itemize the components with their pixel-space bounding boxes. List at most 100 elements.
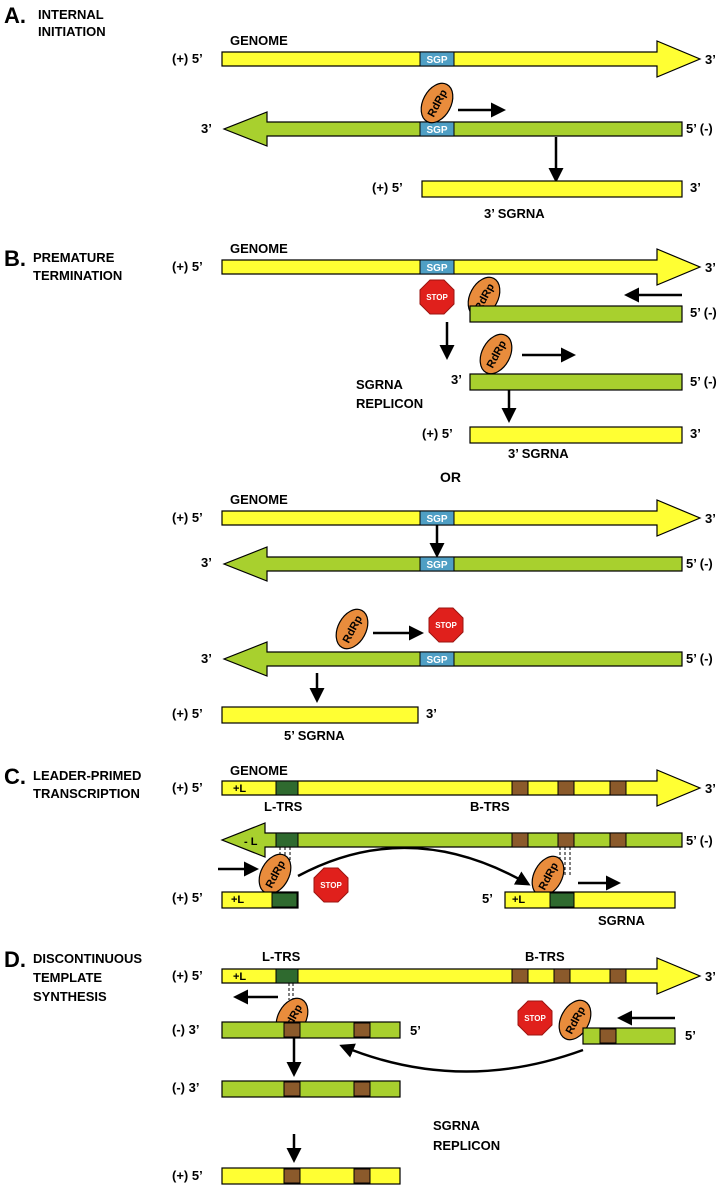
l-trs-box [275,780,299,796]
l-trs-box [275,968,299,984]
template-switch-arrow [339,1043,584,1073]
rdrp-oval-icon: RdRp [258,853,292,895]
sgp-label: SGP [426,560,447,571]
l-trs-label: L-TRS [262,949,301,964]
sgp-box [419,651,455,667]
minus-leader-label: - L [244,836,258,848]
three-prime-label: 3’ [705,511,716,526]
five-prime-label: 5’ [482,891,493,906]
rdrp-oval-icon: RdRp [420,82,454,124]
product-5-sgrna-label: 5’ SGRNA [284,728,345,743]
product-3-sgrna-label: 3’ SGRNA [508,446,569,461]
stop-label: STOP [524,1014,546,1023]
section-b-title-line2: TERMINATION [33,268,122,283]
stop-label: STOP [426,293,448,302]
section-b-letter: B. [4,246,26,271]
sgp-box [419,51,455,67]
b-trs-box [353,1168,371,1184]
genome-label: GENOME [230,33,288,48]
minus-5-label: 5’ (-) [686,651,713,666]
stop-sign-icon: STOP [428,607,464,643]
three-prime-label: 3’ [705,52,716,67]
plus-5-label: (+) 5’ [422,426,453,441]
genome-plus-strand [221,499,702,537]
plus-5-label: (+) 5’ [172,968,203,983]
minus-strand-fragment [582,1027,676,1045]
three-prime-label: 3’ [705,781,716,796]
b-trs-box [557,780,575,796]
plus-5-label: (+) 5’ [172,51,203,66]
minus-3-label: (-) 3’ [172,1080,199,1095]
plus-5-label: (+) 5’ [372,180,403,195]
genome-label: GENOME [230,492,288,507]
plus-leader-label: +L [231,894,244,906]
b-trs-box [353,1081,371,1097]
template-switch-arrow [297,846,531,886]
section-d-letter: D. [4,947,26,972]
genome-plus-strand [221,40,702,78]
b-trs-box [553,968,571,984]
sgp-box [419,556,455,572]
or-label: OR [440,469,461,485]
section-b: B. PREMATURE TERMINATION GENOME (+) 5’ S… [4,241,717,743]
b-trs-box [283,1168,301,1184]
section-a-title-line2: INITIATION [38,24,106,39]
plus-5-label: (+) 5’ [172,890,203,905]
sgp-label: SGP [426,125,447,136]
stop-sign-icon: STOP [313,867,349,903]
section-d: D. DISCONTINUOUS TEMPLATE SYNTHESIS L-TR… [4,947,716,1185]
sgrna-plus-strand [221,706,419,724]
section-c-letter: C. [4,764,26,789]
minus-strand-fragment [221,1021,401,1039]
b-trs-box [599,1028,617,1044]
section-c: C. LEADER-PRIMED TRANSCRIPTION GENOME (+… [4,763,716,928]
trs-base-pairing-lines [288,983,294,1000]
section-c-title-line1: LEADER-PRIMED [33,768,141,783]
l-trs-box [275,832,299,848]
minus-strand [220,822,683,858]
three-prime-label: 3’ [201,121,212,136]
three-prime-label: 3’ [451,372,462,387]
minus-5-label: 5’ (-) [690,305,717,320]
three-prime-label: 3’ [426,706,437,721]
sgrna-plus-strand [469,426,683,444]
b-trs-box [511,780,529,796]
b-trs-label: B-TRS [470,799,510,814]
three-prime-label: 3’ [705,969,716,984]
l-trs-box [271,892,298,908]
b-trs-label: B-TRS [525,949,565,964]
three-prime-label: 3’ [690,426,701,441]
plus-5-label: (+) 5’ [172,780,203,795]
plus-sgrna-strand [221,1167,401,1185]
section-b-title-line1: PREMATURE [33,250,115,265]
plus-5-label: (+) 5’ [172,510,203,525]
b-trs-box [609,832,627,848]
rdrp-oval-icon: RdRp [531,855,565,897]
b-trs-box [609,780,627,796]
rdrp-oval-icon: RdRp [335,608,369,650]
section-d-title-line3: SYNTHESIS [33,989,107,1004]
b-trs-box [283,1081,301,1097]
three-prime-label: 3’ [690,180,701,195]
sgrna-plus-strand [504,891,676,909]
sgp-label: SGP [426,655,447,666]
b-trs-box [557,832,575,848]
three-prime-label: 3’ [705,260,716,275]
plus-leader-label: +L [233,971,246,983]
b-trs-box [283,1022,301,1038]
three-prime-label: 3’ [201,651,212,666]
sgp-label: SGP [426,263,447,274]
genome-label: GENOME [230,241,288,256]
minus-5-label: 5’ (-) [686,833,713,848]
minus-5-label: 5’ (-) [686,556,713,571]
genome-label: GENOME [230,763,288,778]
stop-label: STOP [320,881,342,890]
five-prime-label: 5’ [685,1028,696,1043]
b-trs-box [609,968,627,984]
minus-strand-fragment [469,305,683,323]
sgrna-replicon-label-line1: SGRNA [433,1118,481,1133]
plus-5-label: (+) 5’ [172,706,203,721]
sgrna-replicon-label-line2: REPLICON [433,1138,500,1153]
plus-5-label: (+) 5’ [172,259,203,274]
